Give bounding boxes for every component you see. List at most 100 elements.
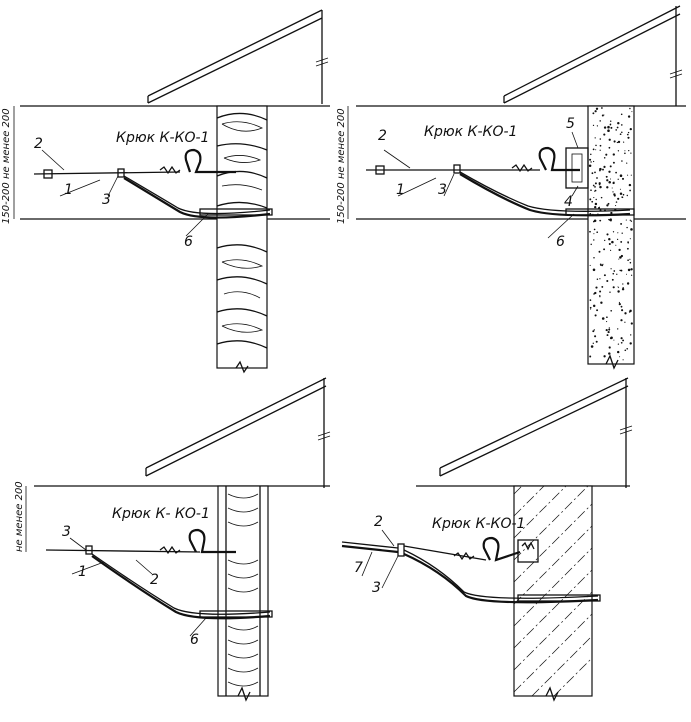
wall-speck [596, 278, 599, 280]
wall-speck [590, 161, 592, 163]
wall-speck [599, 120, 601, 122]
wall-speck [619, 256, 622, 259]
wall-speck [589, 306, 592, 309]
panel-2-roof [356, 5, 686, 220]
wall-speck [621, 196, 623, 198]
wall-speck [613, 339, 615, 341]
wall-speck [621, 160, 623, 162]
wall-speck [595, 340, 598, 343]
wall-speck [606, 179, 609, 182]
wall-speck [594, 186, 596, 188]
wall-speck [596, 125, 599, 127]
wall-speck [610, 309, 613, 312]
panel-3-label-2: 2 [150, 572, 159, 588]
panel-2-wall [587, 105, 635, 370]
panel-2-cable [366, 146, 635, 217]
wall-speck [608, 242, 611, 246]
wall-speck [617, 121, 620, 125]
wall-speck [628, 149, 630, 152]
panel-1-leaders [41, 149, 209, 237]
wall-speck [594, 202, 598, 206]
wall-speck [624, 321, 626, 323]
wall-speck [594, 110, 597, 113]
wall-speck [606, 321, 608, 323]
wall-speck [594, 205, 597, 209]
wall-speck [630, 174, 632, 176]
panel-3-leaders [69, 537, 207, 637]
wall-speck [621, 309, 624, 312]
wall-speck [601, 317, 605, 320]
wall-speck [627, 174, 629, 176]
panel-2-label-5: 5 [566, 116, 575, 132]
wall-speck [626, 247, 629, 250]
wall-speck [617, 350, 620, 354]
wall-speck [593, 293, 595, 295]
wall-speck [591, 172, 594, 175]
wall-speck [603, 133, 606, 136]
panel-1-log-wall [13, 9, 330, 374]
wall-speck [601, 114, 604, 117]
wall-speck [606, 204, 609, 207]
wall-speck [617, 290, 620, 293]
panel-3-wall [217, 485, 269, 702]
panel-3-panel-wall [25, 377, 331, 702]
wall-speck [612, 272, 615, 275]
wall-speck [612, 153, 615, 156]
wall-speck [624, 152, 626, 155]
wall-speck [593, 197, 595, 199]
wall-speck [608, 352, 611, 355]
wall-speck [618, 301, 620, 304]
wall-speck [595, 198, 597, 201]
wall-hatch-line [513, 485, 523, 495]
panel-4-wall [513, 485, 593, 702]
wall-speck [595, 144, 597, 147]
wall-speck [592, 112, 595, 115]
panel-2-leaders [383, 131, 579, 239]
panel-1-dimension-label: 150-200 не менее 200 [1, 108, 12, 224]
wall-speck [620, 341, 623, 344]
wall-speck [599, 290, 602, 293]
panel-1-wall [216, 105, 268, 374]
panel-1-label-2: 2 [34, 136, 43, 152]
panel-1-label-1: 1 [64, 182, 73, 198]
wall-hatch-line [531, 635, 593, 697]
wall-speck [630, 228, 633, 231]
wall-speck [610, 249, 612, 251]
wall-speck [595, 286, 598, 289]
panel-1-roof [20, 9, 330, 220]
wall-speck [592, 160, 595, 163]
wall-speck [593, 239, 595, 241]
wall-speck [620, 337, 623, 340]
wall-speck [629, 219, 631, 221]
wall-speck [622, 359, 624, 361]
wall-speck [626, 162, 628, 164]
wall-speck [609, 291, 611, 293]
wall-speck [611, 240, 614, 244]
wall-hatch-line [513, 485, 545, 517]
wall-speck [616, 126, 619, 129]
panel-1-hook-label: Крюк К-КО-1 [116, 130, 209, 146]
wall-speck [619, 188, 621, 190]
wall-speck [620, 240, 623, 243]
wall-speck [612, 231, 615, 233]
wall-speck [604, 239, 606, 242]
panel-4-label-3: 3 [372, 580, 381, 596]
wall-speck [595, 107, 599, 110]
wall-speck [592, 124, 595, 127]
wall-speck [629, 342, 632, 345]
panel-3-dimension-label: не менее 200 [14, 481, 25, 552]
wall-speck [630, 322, 633, 325]
wall-speck [629, 189, 631, 192]
wall-hatch-line [513, 485, 567, 539]
wall-speck [606, 186, 609, 189]
wall-speck [603, 355, 606, 358]
wall-speck [617, 328, 619, 330]
wall-speck [618, 287, 620, 289]
wall-speck [629, 258, 631, 260]
wall-speck [603, 126, 607, 129]
wall-speck [627, 268, 631, 272]
wall-speck [610, 211, 613, 215]
wall-hatch-line [513, 503, 593, 583]
wall-speck [608, 170, 611, 173]
